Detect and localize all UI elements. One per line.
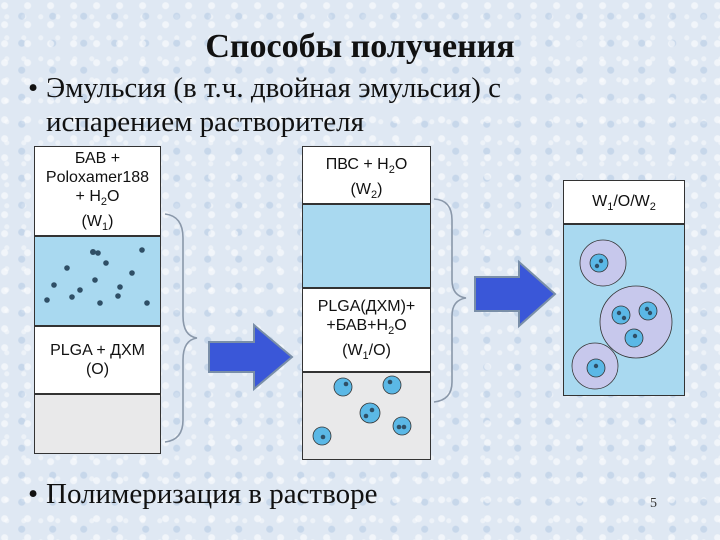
- bullet-marker: •: [28, 478, 39, 510]
- w1-molecules: [44, 247, 150, 306]
- slide-title: Способы получения: [205, 28, 515, 65]
- inner-cores: [593, 258, 653, 369]
- arrow-shapes: [208, 259, 557, 392]
- o-phase-label: PLGA + ДХМ (O): [34, 326, 161, 394]
- droplet-cores: [320, 379, 407, 440]
- o-oil-phase: [34, 394, 161, 454]
- bullet-marker: •: [28, 72, 39, 104]
- bullet-emulsion: •Эмульсия (в т.ч. двойная эмульсия) с: [28, 72, 501, 105]
- bullet-emulsion-line1: Эмульсия (в т.ч. двойная эмульсия) с: [46, 72, 502, 104]
- page-number: 5: [650, 496, 657, 511]
- w1-phase-label: БАВ + Poloxamer188 + H2O (W1): [34, 146, 161, 236]
- bullet-polymerization-text: Полимеризация в растворе: [46, 478, 378, 510]
- bullet-emulsion-line2: испарением растворителя: [46, 106, 364, 138]
- bullet-polymerization: •Полимеризация в растворе: [28, 478, 377, 511]
- double-emulsion-globules: [571, 239, 673, 390]
- w1ow2-label: W1/O/W2: [563, 180, 685, 224]
- w2-phase-label: ПВС + H2O (W2): [302, 146, 431, 204]
- brace-shapes: [164, 198, 467, 443]
- w2-water-phase: [302, 204, 431, 288]
- w1o-phase-label: PLGA(ДХМ)+ +БАВ+H2O (W1/O): [302, 288, 431, 372]
- w1-droplets: [312, 375, 412, 446]
